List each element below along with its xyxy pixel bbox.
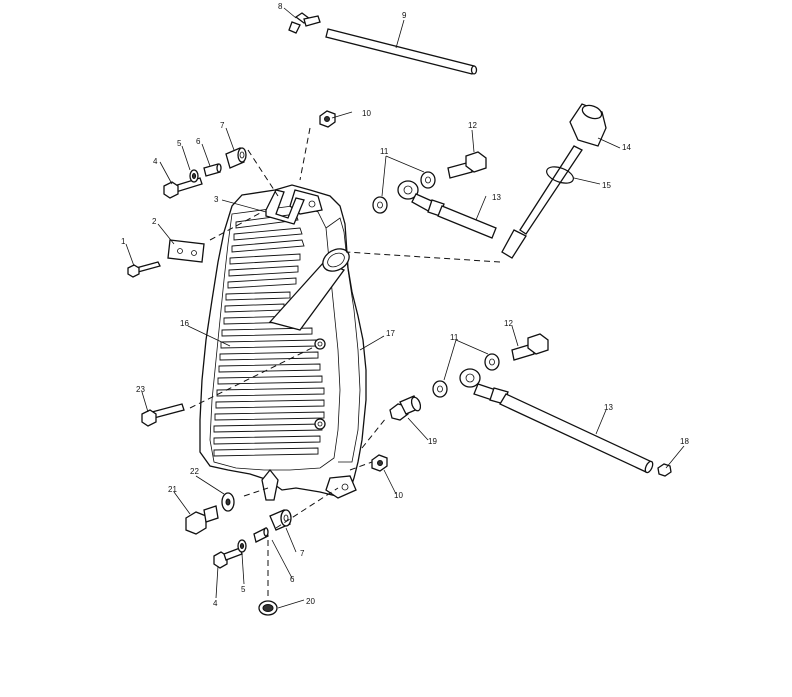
callout-7-bottom: 7 (300, 549, 305, 558)
callout-23: 23 (136, 385, 145, 394)
nut-10-top-part (319, 110, 336, 128)
callout-2: 2 (152, 217, 157, 226)
spacer-6-top-part (203, 163, 222, 177)
fitting-19-part (389, 395, 422, 421)
washer-11-top-left-part (372, 196, 388, 214)
callout-17: 17 (386, 329, 395, 338)
washer-5-top-part (189, 169, 199, 183)
callout-4-bottom: 4 (213, 599, 218, 608)
drain-plug-21-part (185, 505, 219, 535)
washer-22-part (221, 492, 235, 512)
bolt-23-part (141, 403, 185, 427)
callout-labels: 8 9 10 7 6 5 4 3 2 1 11 12 13 14 15 16 1… (121, 2, 689, 608)
nut-10-bottom-part (371, 454, 388, 472)
grommet-7-bottom-part (269, 509, 292, 531)
callout-14: 14 (622, 143, 631, 152)
callout-6-bottom: 6 (290, 575, 295, 584)
spacer-6-bottom-part (253, 527, 269, 543)
callout-19: 19 (428, 437, 437, 446)
screw-1-part (127, 261, 161, 278)
callout-20: 20 (306, 597, 315, 606)
hose-13-top-part (397, 180, 497, 239)
washer-11-bottom-left-part (432, 380, 448, 398)
callout-21: 21 (168, 485, 177, 494)
callout-8: 8 (278, 2, 283, 11)
callout-12-bottom: 12 (504, 319, 513, 328)
grommet-20-part (258, 600, 278, 616)
callout-7-top: 7 (220, 121, 225, 130)
callout-10-bottom: 10 (394, 491, 403, 500)
callout-16: 16 (180, 319, 189, 328)
callout-12-top: 12 (468, 121, 477, 130)
tank-fitting-bosses (314, 338, 326, 430)
leader-lines (125, 7, 685, 609)
callout-1: 1 (121, 237, 126, 246)
vent-hose-part (325, 28, 478, 75)
filler-neck (268, 248, 350, 331)
callout-5-top: 5 (177, 139, 182, 148)
callout-11-bottom: 11 (450, 333, 459, 342)
callout-5-bottom: 5 (241, 585, 246, 594)
callout-3: 3 (214, 195, 219, 204)
bracket-2-part (167, 239, 205, 263)
elbow-fitting-part (288, 12, 321, 34)
tank-strap (265, 189, 305, 225)
hose-13-bottom-part (459, 368, 654, 474)
callout-22: 22 (190, 467, 199, 476)
callout-13-bottom: 13 (604, 403, 613, 412)
assembly-lines (189, 127, 501, 598)
banjo-bolt-12-bottom-part (511, 333, 549, 361)
callout-18: 18 (680, 437, 689, 446)
dipstick-14-part (501, 103, 607, 259)
clamp-18-part (657, 463, 672, 477)
callout-13-top: 13 (492, 193, 501, 202)
bolt-4-bottom-part (213, 547, 243, 569)
callout-15: 15 (602, 181, 611, 190)
washer-11-bottom-right-part (484, 353, 500, 371)
banjo-bolt-12-top-part (447, 151, 487, 179)
washer-5-bottom-part (237, 539, 247, 553)
grommet-7-top-part (225, 147, 247, 169)
o-ring-15-part (546, 166, 574, 184)
callout-10-top: 10 (362, 109, 371, 118)
callout-6-top: 6 (196, 137, 201, 146)
callout-9: 9 (402, 11, 407, 20)
callout-4-top: 4 (153, 157, 158, 166)
callout-11-top: 11 (380, 147, 389, 156)
washer-11-top-right-part (420, 171, 436, 189)
